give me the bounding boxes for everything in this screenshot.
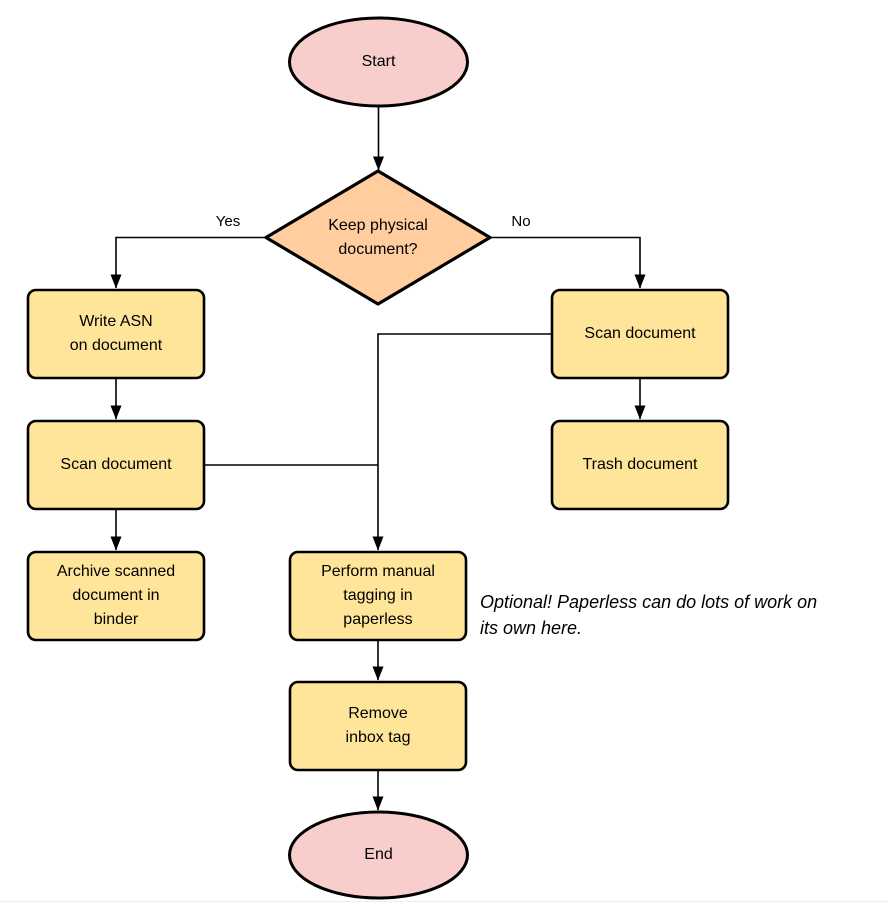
remove-inbox-node-shape bbox=[288, 680, 468, 772]
end-node-shape bbox=[288, 810, 469, 900]
edge-decision-no-to-scan-right bbox=[491, 236, 646, 289]
page-bottom-border bbox=[0, 901, 888, 902]
write-asn-node-shape bbox=[26, 288, 206, 380]
archive-node-shape bbox=[26, 550, 206, 642]
edge-scan-right-to-tagging bbox=[372, 333, 552, 551]
yes-edge-label: Yes bbox=[215, 213, 241, 230]
scan-document-right-node-shape bbox=[550, 288, 730, 380]
optional-note: Optional! Paperless can do lots of work … bbox=[480, 592, 818, 638]
tagging-node-shape bbox=[288, 550, 468, 642]
edge-decision-yes-to-write-asn bbox=[110, 236, 265, 289]
start-node-shape bbox=[288, 16, 469, 108]
trash-document-node-shape bbox=[550, 419, 730, 511]
scan-document-left-node-shape bbox=[26, 419, 206, 511]
no-edge-label: No bbox=[511, 213, 531, 230]
decision-diamond-shape bbox=[264, 169, 492, 306]
